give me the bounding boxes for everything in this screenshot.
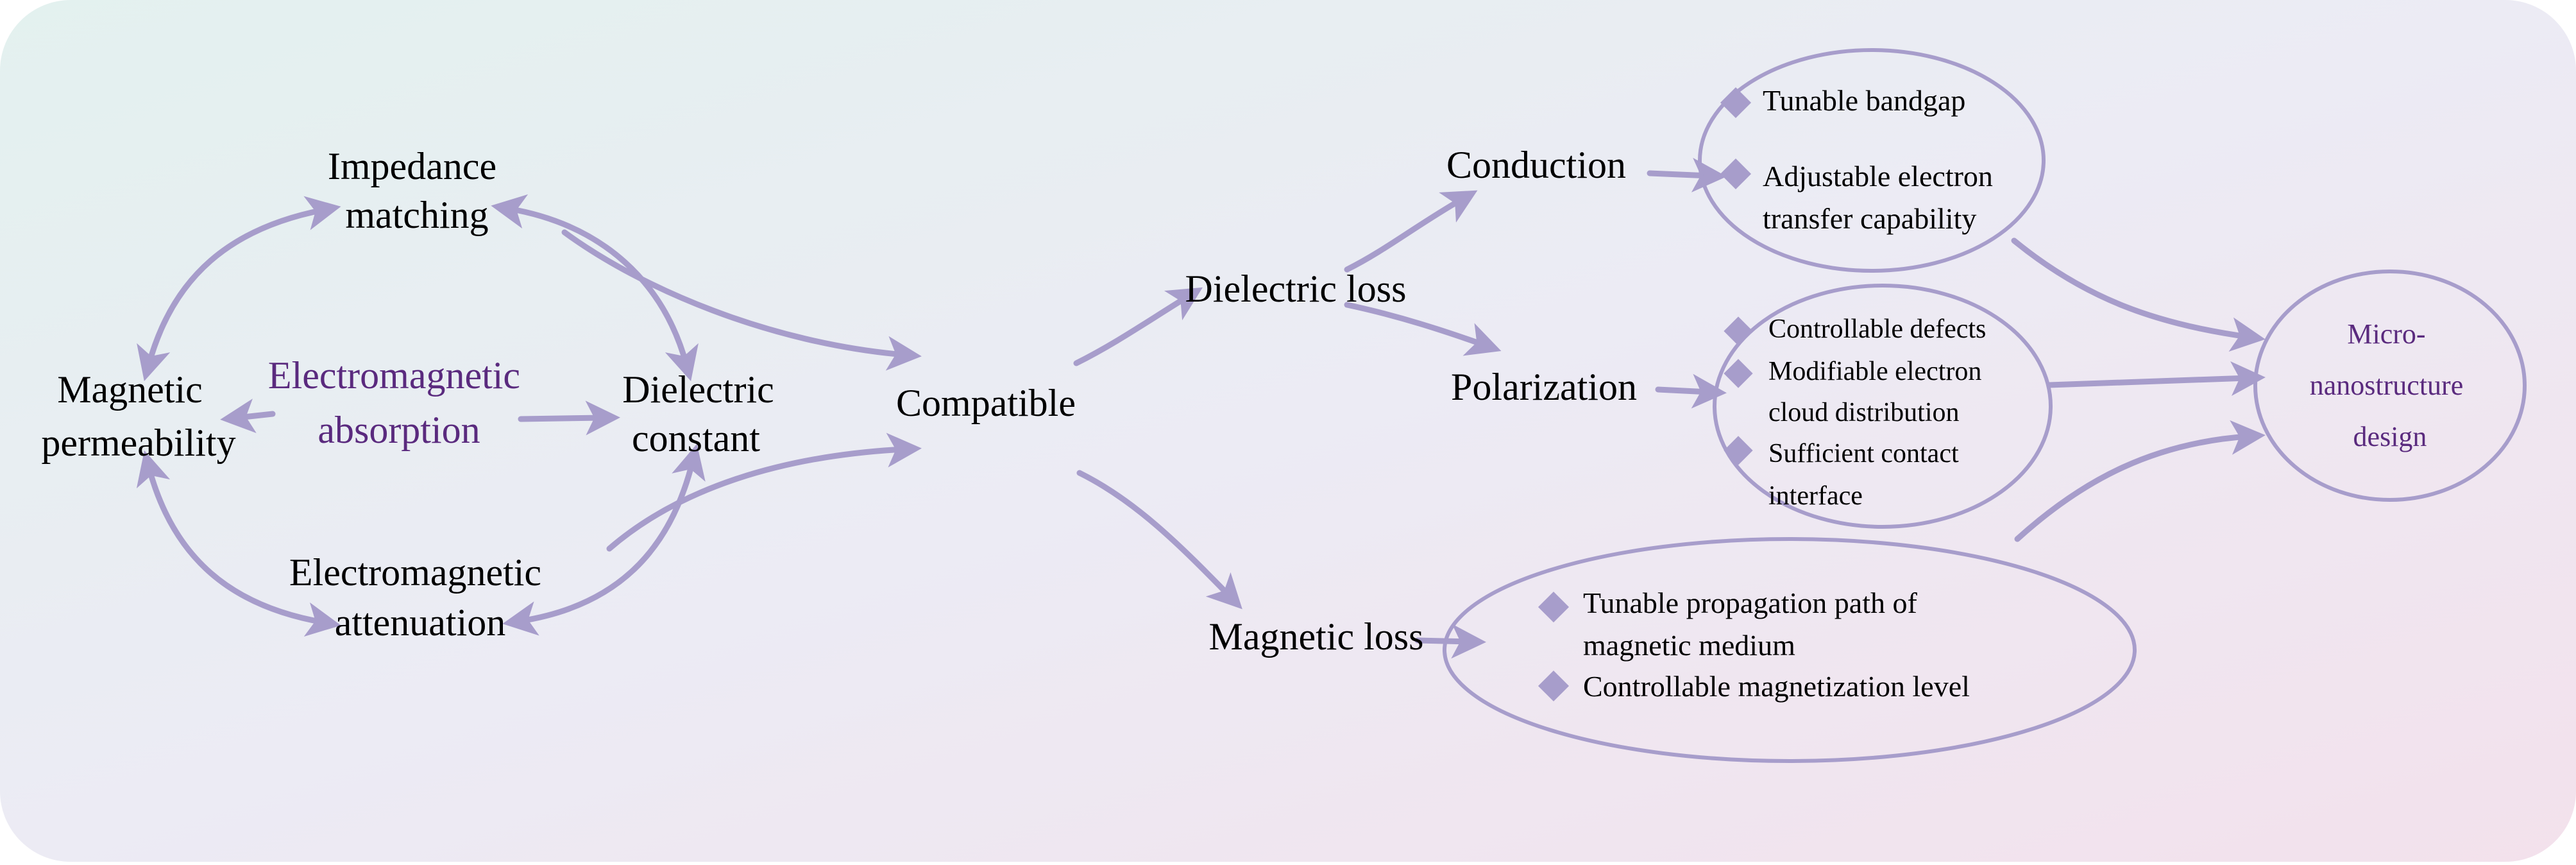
arrow-impedance-dielectric: [491, 194, 699, 382]
loss-arrows: [1073, 157, 2266, 659]
magnetic-items: Tunable propagation path of magnetic med…: [1538, 587, 1970, 703]
polarization-oval: [1713, 284, 2053, 529]
node-electromagnetic-absorption: Electromagnetic absorption: [268, 354, 530, 451]
arrow-dielectric-conduction: [1344, 190, 1478, 273]
conduction-item: Tunable bandgap: [1763, 84, 1965, 117]
left-cycle-arrows: [136, 194, 922, 637]
polarization-items: Controllable defects Modifiable electron…: [1724, 314, 1988, 511]
node-polarization: Polarization: [1451, 366, 1637, 408]
magnetic-oval: [1443, 537, 2137, 763]
arrow-perm-attenuation: [136, 450, 341, 637]
bullet-diamond-icon: [1538, 591, 1570, 623]
node-dielectric-constant: Dielectric constant: [622, 368, 784, 459]
arrow-conduction-oval-to-micro: [2011, 237, 2266, 352]
polarization-item: Modifiable electron cloud distribution: [1768, 357, 1988, 427]
node-electromagnetic-attenuation: Electromagnetic attenuation: [289, 551, 551, 644]
node-micro-nanostructure-design: Micro- nanostructure design: [2310, 318, 2470, 452]
bullet-diamond-icon: [1724, 359, 1753, 388]
node-magnetic-permeability: Magnetic permeability: [41, 368, 235, 464]
polarization-item: Sufficient contact interface: [1768, 439, 1965, 511]
bullet-diamond-icon: [1538, 670, 1570, 702]
arrow-magnetic-oval-to-micro: [2014, 420, 2266, 542]
node-conduction: Conduction: [1446, 144, 1626, 186]
arrow-polarization-oval: [1655, 373, 1727, 409]
arrow-attenuation-compatible: [606, 432, 922, 552]
node-magnetic-loss: Magnetic loss: [1209, 615, 1424, 658]
arrow-compatible-dielectric-loss: [1073, 287, 1203, 366]
conduction-item: Adjustable electron transfer capability: [1763, 160, 2000, 235]
arrow-compatible-magnetic-loss: [1076, 470, 1242, 610]
micro-oval: [2253, 270, 2527, 502]
arrow-impedance-compatible: [561, 229, 922, 371]
magnetic-item: Tunable propagation path of magnetic med…: [1583, 587, 1924, 662]
magnetic-item: Controllable magnetization level: [1583, 670, 1970, 703]
bullet-diamond-icon: [1724, 436, 1753, 465]
conduction-items: Tunable bandgap Adjustable electron tran…: [1720, 84, 2000, 235]
arrow-polarization-oval-to-micro: [2046, 361, 2266, 396]
arrow-dielectric-polarization: [1344, 302, 1502, 356]
arrow-magnetic-oval: [1414, 624, 1486, 659]
arrow-attenuation-dielectric: [502, 443, 706, 636]
conduction-oval: [1698, 48, 2046, 273]
arrow-absorption-perm: [220, 398, 276, 433]
arrow-perm-impedance: [137, 196, 341, 382]
bullet-diamond-icon: [1720, 158, 1752, 190]
node-dielectric-loss: Dielectric loss: [1185, 268, 1407, 310]
bullet-diamond-icon: [1720, 87, 1752, 119]
arrow-absorption-dielectric: [518, 400, 620, 436]
polarization-item: Controllable defects: [1768, 314, 1986, 344]
node-impedance-matching: Impedance matching: [328, 145, 506, 236]
node-compatible: Compatible: [896, 382, 1076, 424]
